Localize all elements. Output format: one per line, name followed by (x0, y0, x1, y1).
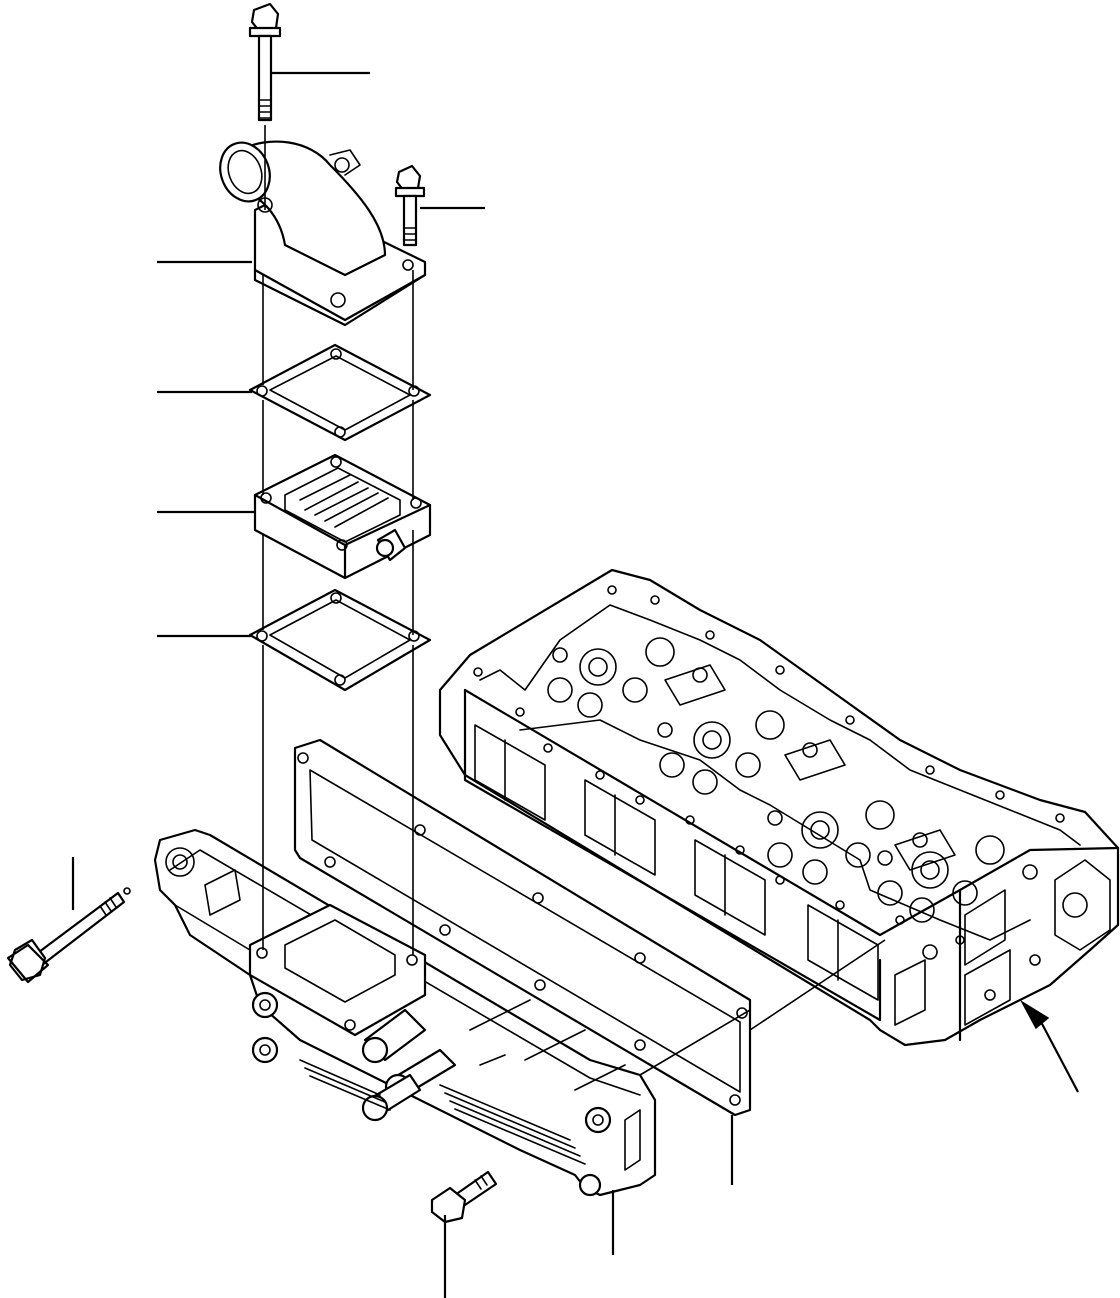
cylinder-head (438, 568, 1120, 1047)
flange-bolt-long (248, 2, 282, 122)
intake-manifold (153, 828, 657, 1197)
manifold-bolt-bottom (430, 1170, 498, 1224)
alignment-lines (262, 125, 886, 1076)
intake-connector (219, 140, 427, 327)
manifold-gasket (293, 738, 752, 1117)
leader-lines (71, 71, 1079, 1298)
manifold-bolt-left (6, 887, 131, 984)
gasket-upper (248, 343, 432, 442)
leader-cylinder-head (1039, 1019, 1079, 1093)
gasket-lower (248, 588, 432, 692)
flange-bolt-short (394, 164, 426, 247)
arrowhead-cylinder-head (1020, 999, 1050, 1030)
intake-heater (253, 453, 432, 580)
